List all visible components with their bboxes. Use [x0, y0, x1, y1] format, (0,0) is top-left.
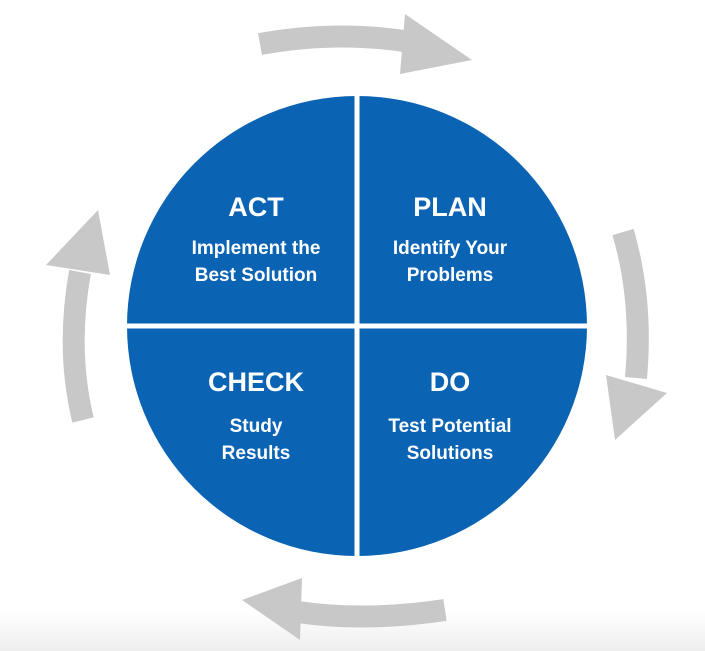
arrow-top [258, 14, 472, 74]
plan-title: PLAN [413, 192, 487, 222]
plan-line-1: Identify Your [393, 238, 508, 259]
check-line-1: Study [230, 416, 283, 437]
quadrant-plan: PLAN Identify Your Problems [393, 192, 508, 286]
do-title: DO [430, 367, 471, 397]
check-line-2: Results [222, 443, 291, 464]
plan-line-2: Problems [407, 265, 494, 286]
do-line-1: Test Potential [388, 416, 511, 437]
arrow-right [606, 228, 667, 440]
do-line-2: Solutions [407, 443, 494, 464]
act-line-1: Implement the [192, 238, 321, 259]
quadrant-act: ACT Implement the Best Solution [192, 192, 321, 286]
arrow-bottom [242, 578, 447, 640]
act-line-2: Best Solution [195, 265, 317, 286]
check-title: CHECK [208, 367, 305, 397]
act-title: ACT [228, 192, 284, 222]
cycle-arrows [46, 14, 667, 640]
arrow-left [46, 210, 110, 423]
quadrant-do: DO Test Potential Solutions [388, 367, 511, 464]
quadrant-check: CHECK Study Results [208, 367, 305, 464]
